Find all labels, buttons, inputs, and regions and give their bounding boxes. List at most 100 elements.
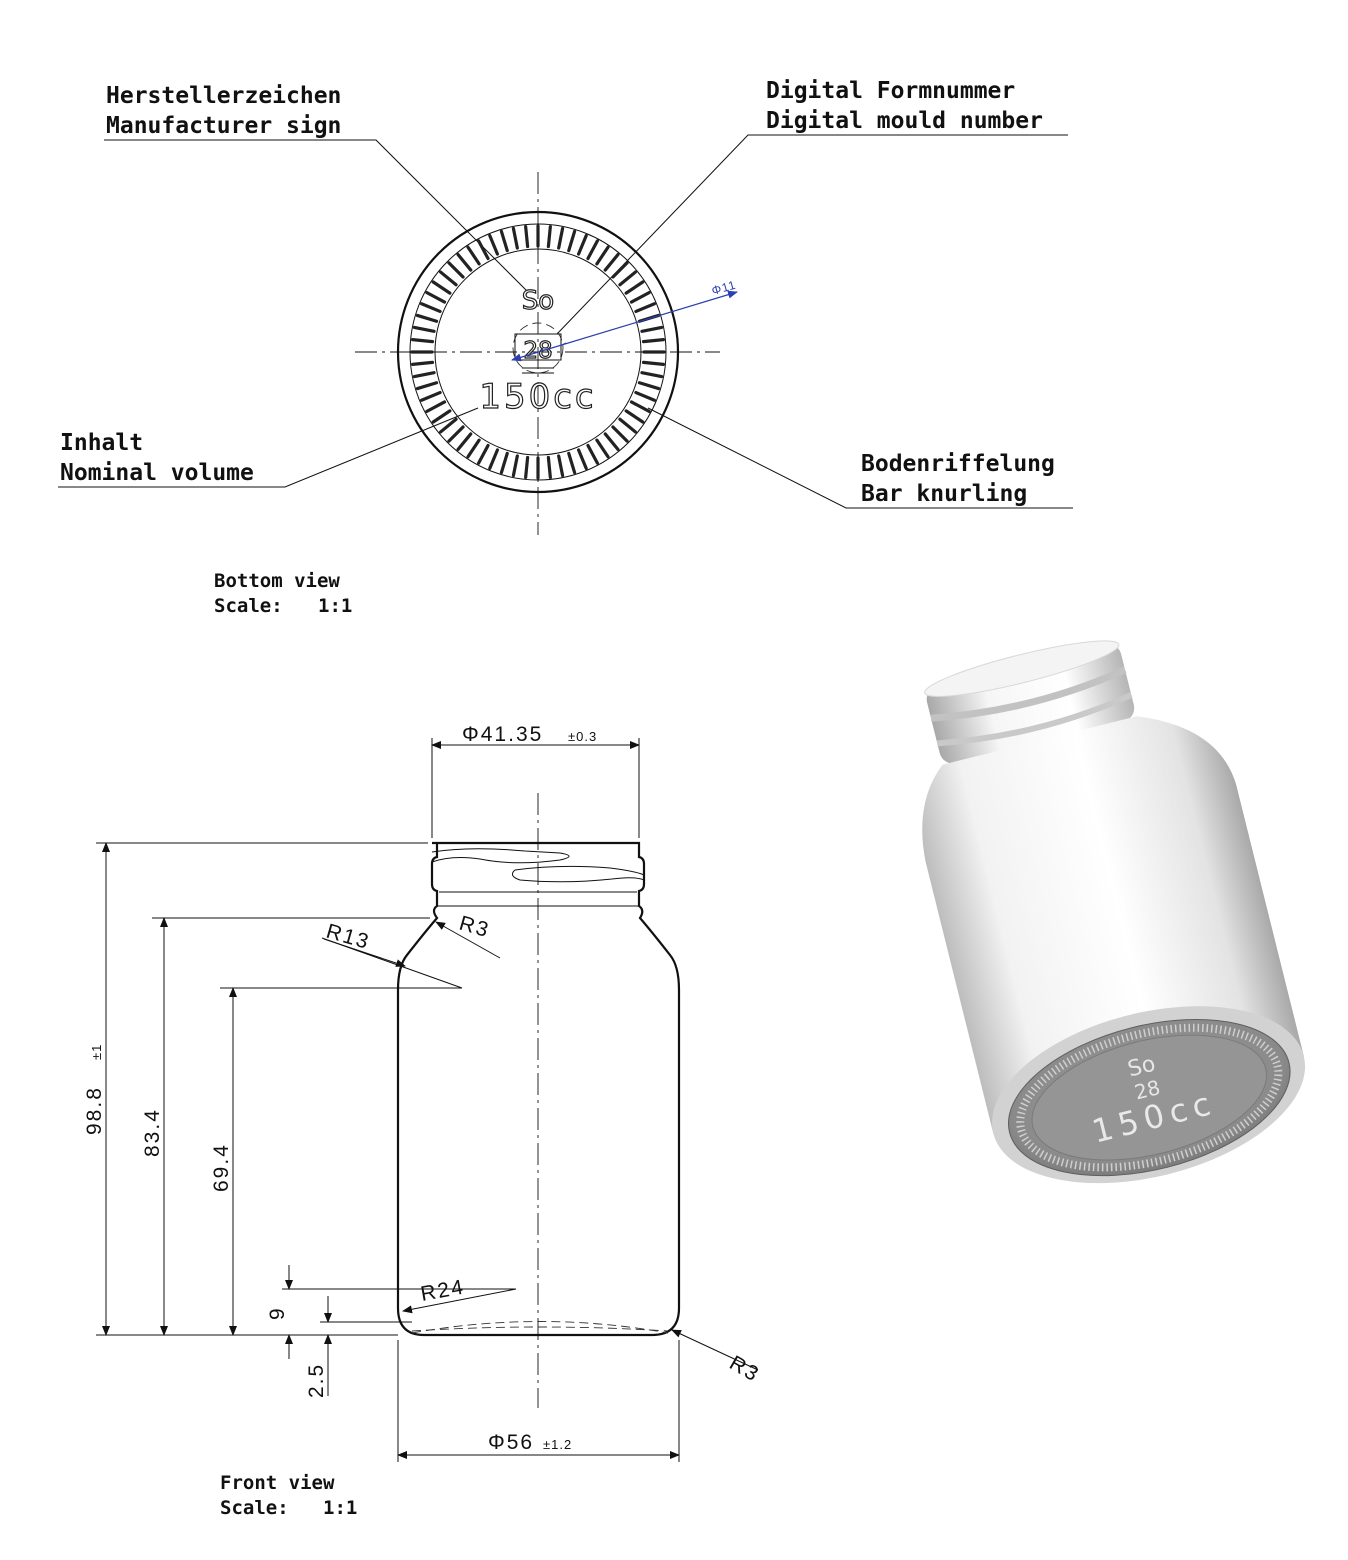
knurl-rib <box>431 280 452 295</box>
bottom-view-caption: Bottom view <box>214 570 340 592</box>
dim-total-height: 98.8 <box>83 1086 106 1135</box>
knurl-rib <box>641 338 665 344</box>
knurl-rib <box>456 253 473 272</box>
knurl-rib <box>640 371 664 379</box>
knurl-rib <box>629 291 651 304</box>
front-view-scale: 1:1 <box>323 1497 357 1519</box>
knurl-rib <box>595 245 610 266</box>
knurl-rib <box>524 225 530 249</box>
knurl-rib <box>415 313 439 323</box>
dim-shoulder-radius-outer: R13 <box>324 920 373 954</box>
knurl-rib <box>586 239 599 261</box>
knurl-rib <box>511 226 519 250</box>
front-view: Φ41.35 ±0.3 98.8 ±1 83.4 69.4 9 2.5 Φ56 … <box>83 723 764 1519</box>
knurl-rib <box>439 270 458 287</box>
callout-volume-en: Nominal volume <box>60 460 254 486</box>
knurl-rib <box>524 455 530 479</box>
knurling-ribs <box>410 224 666 480</box>
knurl-rib <box>640 325 664 333</box>
knurl-rib <box>466 245 481 266</box>
knurl-rib <box>603 432 620 451</box>
knurl-rib <box>488 233 500 256</box>
callout-manufacturer-de: Herstellerzeichen <box>106 83 341 109</box>
knurl-rib <box>488 448 500 471</box>
knurl-rib <box>567 451 577 475</box>
knurl-rib <box>456 432 473 451</box>
knurl-rib <box>477 443 490 465</box>
knurl-rib <box>624 280 645 295</box>
knurl-rib <box>411 338 435 344</box>
knurl-rib <box>557 454 565 478</box>
knurl-rib <box>567 229 577 253</box>
knurl-rib <box>634 302 657 314</box>
dim-body-height: 69.4 <box>210 1143 233 1192</box>
dim-neck-tolerance: ±0.3 <box>568 729 597 744</box>
knurl-rib <box>412 325 436 333</box>
knurl-rib <box>546 455 552 479</box>
bottom-view-scale-label: Scale: <box>214 595 283 617</box>
callout-knurling-en: Bar knurling <box>861 481 1027 507</box>
bottom-view-scale: 1:1 <box>318 595 352 617</box>
dim-base-radius: R24 <box>419 1276 467 1306</box>
knurl-rib <box>629 400 651 413</box>
front-view-scale-label: Scale: <box>220 1497 289 1519</box>
knurl-rib <box>641 360 665 366</box>
knurl-rib <box>477 239 490 261</box>
volume-mark: 150cc <box>479 377 596 417</box>
callout-manufacturer-sign: Herstellerzeichen Manufacturer sign <box>104 83 528 292</box>
bottom-view: So 28 150cc Φ11 Bottom view Scale: 1:1 <box>214 172 738 617</box>
knurl-rib <box>447 425 465 443</box>
callout-knurling-de: Bodenriffelung <box>861 451 1055 477</box>
dim-heel-radius: R3 <box>726 1351 764 1386</box>
callout-manufacturer-en: Manufacturer sign <box>106 113 341 139</box>
mould-circle-diameter: Φ11 <box>710 278 738 298</box>
callout-mould-de: Digital Formnummer <box>766 78 1015 104</box>
knurl-rib <box>511 454 519 478</box>
dim-total-height-tolerance: ±1 <box>89 1044 104 1060</box>
callout-bar-knurling: Bodenriffelung Bar knurling <box>647 407 1073 509</box>
dim-shoulder-height: 83.4 <box>141 1108 164 1157</box>
callout-volume-de: Inhalt <box>60 430 143 456</box>
knurl-rib <box>618 417 637 434</box>
dim-base-recess: 9 <box>266 1306 289 1320</box>
knurl-rib <box>466 438 481 459</box>
knurl-rib <box>425 400 447 413</box>
knurl-rib <box>618 270 637 287</box>
knurl-rib <box>576 233 588 256</box>
knurl-rib <box>557 226 565 250</box>
knurl-rib <box>415 381 439 391</box>
knurl-rib <box>546 225 552 249</box>
knurl-rib <box>637 381 661 391</box>
callout-mould-number: Digital Formnummer Digital mould number <box>556 78 1068 335</box>
knurl-rib <box>611 261 629 279</box>
callout-nominal-volume: Inhalt Nominal volume <box>58 407 479 488</box>
knurl-rib <box>576 448 588 471</box>
mould-number: 28 <box>523 338 552 364</box>
knurl-rib <box>425 291 447 304</box>
front-view-caption: Front view <box>220 1472 335 1494</box>
knurl-rib <box>411 360 435 366</box>
knurl-rib <box>431 409 452 424</box>
render-mould-number: 28 <box>1132 1075 1163 1104</box>
dim-body-diameter-tolerance: ±1.2 <box>543 1437 572 1452</box>
dim-body-diameter: Φ56 <box>488 1431 534 1454</box>
knurl-rib <box>586 443 599 465</box>
knurl-rib <box>447 261 465 279</box>
dim-shoulder-radius-inner: R3 <box>457 912 493 943</box>
knurl-rib <box>624 409 645 424</box>
knurl-rib <box>419 390 442 402</box>
knurl-rib <box>634 390 657 402</box>
callout-mould-en: Digital mould number <box>766 108 1043 134</box>
knurl-rib <box>419 302 442 314</box>
knurl-rib <box>603 253 620 272</box>
dim-base-push-up: 2.5 <box>305 1363 328 1398</box>
knurl-rib <box>499 229 509 253</box>
dim-neck-diameter: Φ41.35 <box>462 723 543 746</box>
bottle-3d-render: So 28 150cc <box>922 640 1306 1184</box>
knurl-rib <box>412 371 436 379</box>
knurl-rib <box>439 417 458 434</box>
knurl-rib <box>595 438 610 459</box>
knurl-rib <box>611 425 629 443</box>
manufacturer-logo: So <box>522 286 554 316</box>
